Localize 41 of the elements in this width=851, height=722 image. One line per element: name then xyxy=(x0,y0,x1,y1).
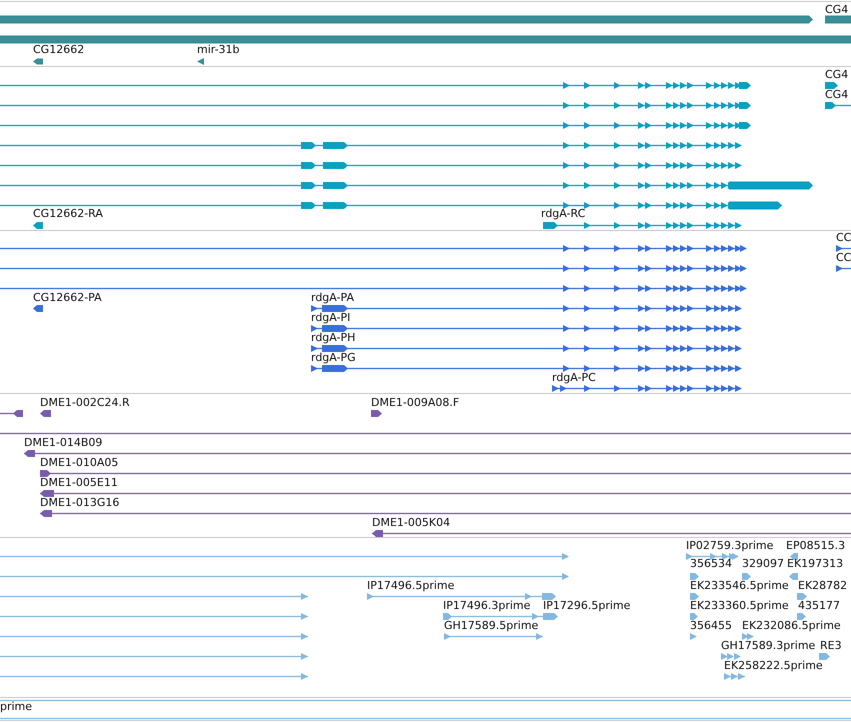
feature-label: 435177 xyxy=(798,599,840,612)
feature-label: IP17296.5prime xyxy=(543,599,630,612)
feature-label: rdgA-PH xyxy=(311,331,356,344)
feature-label: DME1-009A08.F xyxy=(371,396,460,409)
feature-label: RE3 xyxy=(820,639,842,652)
feature-label: rdgA-PC xyxy=(552,371,596,384)
feature-label: EK258222.5prime xyxy=(724,659,823,672)
feature-label: 356455 xyxy=(690,619,732,632)
feature-label: rdgA-PA xyxy=(311,291,354,304)
feature-label: DME1-005E11 xyxy=(40,476,118,489)
feature-label: GH17589.3prime xyxy=(721,639,816,652)
feature-label: CC xyxy=(836,231,851,244)
feature-label: EK197313 xyxy=(787,557,844,570)
feature-label: IP02759.3prime xyxy=(686,539,774,552)
feature-label: DME1-005K04 xyxy=(372,516,450,529)
feature-label: DME1-014B09 xyxy=(24,436,102,449)
feature-label: CG12662 xyxy=(33,43,84,56)
feature-label: CG4 xyxy=(825,3,848,16)
feature-label: CG4 xyxy=(825,88,848,101)
feature-label: CC xyxy=(836,251,851,264)
feature-label: 356534 xyxy=(690,557,732,570)
feature-label: EK232086.5prime xyxy=(742,619,841,632)
feature-label: CG4 xyxy=(825,68,848,81)
feature-label: CG12662-RA xyxy=(33,207,103,220)
feature-label: rdgA-PG xyxy=(311,351,356,364)
feature-label: DME1-010A05 xyxy=(40,456,118,469)
feature-label: EP08515.3 xyxy=(786,539,846,552)
feature-label: GH17589.5prime xyxy=(444,619,538,632)
feature-label: CG12662-PA xyxy=(33,291,102,304)
feature-label: DME1-002C24.R xyxy=(40,396,130,409)
feature-label: DME1-013G16 xyxy=(40,496,120,509)
feature-label: 329097 xyxy=(742,557,784,570)
feature-label: prime xyxy=(0,700,32,713)
feature-label: EK233360.5prime xyxy=(690,599,789,612)
feature-label: EK233546.5prime xyxy=(690,579,789,592)
feature-label: mir-31b xyxy=(197,43,240,56)
feature-label: IP17496.5prime xyxy=(367,579,454,592)
feature-label: EK28782 xyxy=(798,579,848,592)
feature-label: rdgA-RC xyxy=(541,207,586,220)
feature-label: rdgA-PI xyxy=(311,311,350,324)
feature-label: IP17496.3prime xyxy=(443,599,530,612)
